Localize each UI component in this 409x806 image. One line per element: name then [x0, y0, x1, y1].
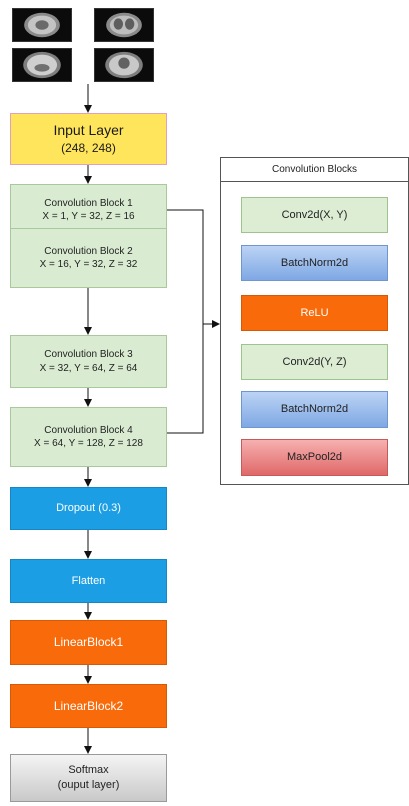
mri-scan-image-1	[12, 8, 72, 42]
conv-block-1-title: Convolution Block 1	[44, 197, 133, 209]
mri-scan-image-3	[12, 48, 72, 82]
panel-item-conv2d-y-z: Conv2d(Y, Z)	[241, 344, 388, 380]
conv-block-2-title: Convolution Block 2	[44, 245, 133, 257]
conv-block-4-params: X = 64, Y = 128, Z = 128	[34, 438, 143, 449]
input-layer-shape: (248, 248)	[61, 141, 116, 156]
panel-item-batchnorm2d-1: BatchNorm2d	[241, 245, 388, 281]
linear-block-2: LinearBlock2	[10, 684, 167, 728]
conv-block-3-title: Convolution Block 3	[44, 349, 133, 360]
convolution-blocks-panel: Convolution Blocks Conv2d(X, Y) BatchNor…	[220, 157, 409, 485]
mri-scan-image-4	[94, 48, 154, 82]
linear-block-1: LinearBlock1	[10, 620, 167, 665]
conv-block-1-params: X = 1, Y = 32, Z = 16	[42, 211, 135, 222]
flatten-label: Flatten	[71, 574, 106, 587]
softmax-output-layer: Softmax (ouput layer)	[10, 754, 167, 802]
convolution-blocks-panel-title: Convolution Blocks	[221, 158, 408, 182]
panel-item-maxpool2d: MaxPool2d	[241, 439, 388, 476]
conv-block-3: Convolution Block 3 X = 32, Y = 64, Z = …	[10, 335, 167, 388]
panel-item-relu: ReLU	[241, 295, 388, 331]
input-layer-title: Input Layer	[53, 122, 124, 139]
dropout-label: Dropout (0.3)	[56, 502, 121, 515]
conv-block-1: Convolution Block 1 X = 1, Y = 32, Z = 1…	[10, 184, 167, 236]
input-layer: Input Layer (248, 248)	[10, 113, 167, 165]
linear-block-1-label: LinearBlock1	[53, 635, 124, 650]
conv-block-2-params: X = 16, Y = 32, Z = 32	[39, 259, 138, 270]
panel-item-batchnorm2d-2: BatchNorm2d	[241, 391, 388, 428]
linear-block-2-label: LinearBlock2	[53, 698, 124, 713]
mri-scan-image-2	[94, 8, 154, 42]
flatten-layer: Flatten	[10, 559, 167, 603]
softmax-title: Softmax	[68, 764, 109, 777]
bracket-to-panel	[167, 209, 204, 434]
conv-block-4-title: Convolution Block 4	[44, 424, 133, 436]
panel-item-conv2d-x-y: Conv2d(X, Y)	[241, 197, 388, 233]
dropout-layer: Dropout (0.3)	[10, 487, 167, 530]
conv-block-4: Convolution Block 4 X = 64, Y = 128, Z =…	[10, 407, 167, 467]
softmax-subtitle: (ouput layer)	[57, 779, 120, 791]
conv-block-2: Convolution Block 2 X = 16, Y = 32, Z = …	[10, 228, 167, 288]
conv-block-3-params: X = 32, Y = 64, Z = 64	[39, 362, 138, 374]
